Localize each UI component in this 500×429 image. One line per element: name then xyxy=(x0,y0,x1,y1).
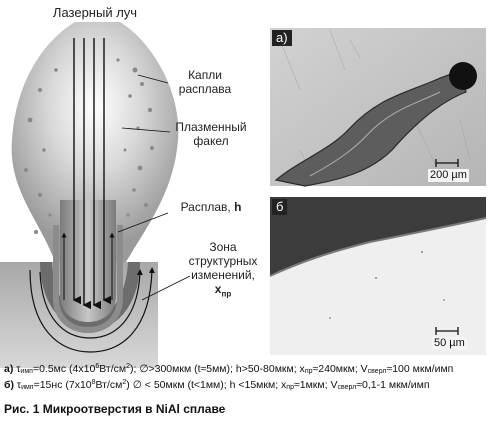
label-plasma-line2: факел xyxy=(193,134,229,148)
parameters-row-a: а) τимп=0.5мс (4x106Вт/см2); ∅>300мкм (t… xyxy=(4,363,454,375)
label-zone-line1: Зона xyxy=(209,240,237,254)
label-melt: Расплав, h xyxy=(166,200,256,214)
scale-bar-a xyxy=(435,159,459,167)
caption-text: Микроотверстия в NiAl сплаве xyxy=(39,402,226,416)
zone-arc-outer xyxy=(29,267,155,353)
parameters-row-b: б) τимп=15нс (7x108Вт/см2) ∅ < 50мкм (t<… xyxy=(4,379,430,391)
melt-droplets xyxy=(24,58,154,234)
row-a-marker: а) xyxy=(4,363,14,375)
panel-a-letter: а) xyxy=(272,30,292,46)
dark-region xyxy=(270,197,486,276)
leader-droplets xyxy=(137,74,169,84)
label-droplets-line2: расплава xyxy=(178,82,232,96)
label-zone-line3: изменений, xyxy=(191,268,255,282)
zone-arc-inner xyxy=(39,269,143,339)
label-plasma-line1: Плазменный xyxy=(175,120,247,134)
drilled-channel xyxy=(60,200,116,322)
scale-label-b: 50 µm xyxy=(432,337,467,350)
plasma-plume xyxy=(11,22,179,262)
scale-bar-b xyxy=(435,327,459,335)
melt-layer xyxy=(53,225,123,334)
caption-prefix: Рис. 1 xyxy=(4,402,40,416)
figure-caption: Рис. 1 Микроотверстия в NiAl сплаве xyxy=(4,402,225,416)
panel-b-letter: б xyxy=(272,199,288,215)
label-plasma: Плазменный факел xyxy=(168,120,254,148)
micrograph-b xyxy=(269,197,487,355)
scale-label-a: 200 µm xyxy=(428,169,469,182)
label-droplets: Капли расплава xyxy=(168,68,242,96)
label-laser-beam: Лазерный луч xyxy=(52,5,138,20)
label-zone-symbol: xпр xyxy=(214,282,232,299)
label-zone: Зона структурных изменений, xпр xyxy=(178,240,268,301)
leader-zone xyxy=(141,275,191,301)
laser-drilling-schematic xyxy=(0,22,191,368)
leader-melt xyxy=(117,212,169,233)
micrograph-a xyxy=(270,28,486,187)
label-zone-line2: структурных xyxy=(188,254,258,268)
leader-plasma xyxy=(121,127,171,133)
pore xyxy=(449,62,477,90)
label-melt-text: Расплав, xyxy=(180,200,235,214)
label-melt-symbol: h xyxy=(234,200,242,214)
label-droplets-line1: Капли xyxy=(188,68,222,82)
row-b-marker: б) xyxy=(4,379,14,391)
